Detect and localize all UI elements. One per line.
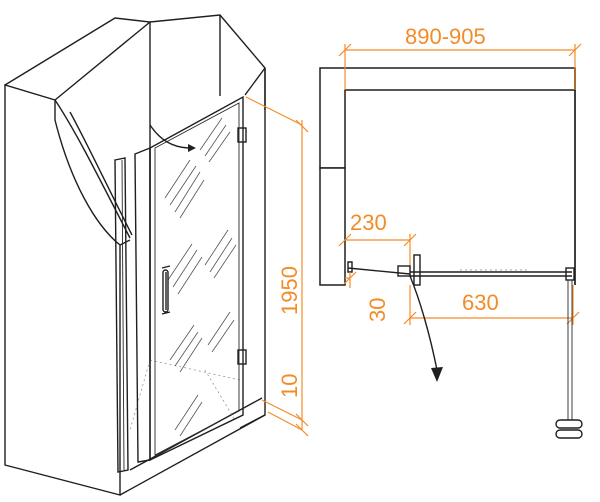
left-wall-top — [4, 17, 152, 101]
right-wall — [239, 67, 266, 429]
bottom-gap-label: 10 — [277, 374, 302, 398]
left-wall-outline — [4, 84, 121, 496]
door-depth-dimension — [343, 271, 357, 288]
swing-arrow-3d — [149, 124, 189, 149]
plan-wall-left-lower — [319, 167, 346, 286]
fixed-glass-edge — [121, 159, 125, 471]
door-width-label: 630 — [462, 290, 499, 315]
left-wall-curve-inner — [54, 99, 131, 239]
fixed-glass-panel — [114, 157, 129, 473]
hinge-offset-label: 230 — [350, 210, 387, 235]
door-depth-label: 30 — [365, 298, 390, 322]
door-width-dimension — [403, 285, 580, 325]
swing-arrow-3d-head — [188, 144, 196, 152]
hinge-bottom — [237, 349, 247, 365]
left-wall-front-edge — [119, 239, 131, 246]
hinge-top — [237, 127, 247, 143]
plan-view: 890-905 230 30 630 — [319, 24, 583, 439]
handle-bar — [162, 269, 169, 313]
door-panel — [149, 95, 244, 462]
door-panel-inner — [154, 102, 240, 456]
door-frame-left — [134, 146, 151, 463]
height-dimension — [245, 96, 309, 437]
right-wall-bottom — [119, 414, 266, 496]
hinge-offset-dimension — [338, 233, 417, 268]
plan-fixed-panel — [347, 261, 411, 275]
width-label: 890-905 — [405, 24, 486, 49]
door-handle — [161, 265, 171, 315]
floor-area — [129, 359, 241, 431]
width-dimension — [338, 43, 582, 90]
door-swing-arrowhead — [431, 367, 443, 382]
door-swing-arc — [409, 275, 438, 371]
swung-door-handle-2 — [555, 429, 583, 439]
plan-handle-block — [413, 254, 421, 286]
back-wall — [149, 14, 266, 360]
plan-hinge-block — [397, 265, 411, 277]
isometric-view: 1950 10 — [4, 14, 309, 496]
plan-right-bracket — [565, 267, 575, 281]
left-wall-curve-back — [69, 111, 133, 236]
plan-door — [410, 271, 572, 277]
glass-reflection-marks — [164, 117, 237, 437]
swung-door-handle — [555, 419, 583, 429]
plan-wall-left — [319, 67, 576, 169]
height-label: 1950 — [277, 266, 302, 315]
